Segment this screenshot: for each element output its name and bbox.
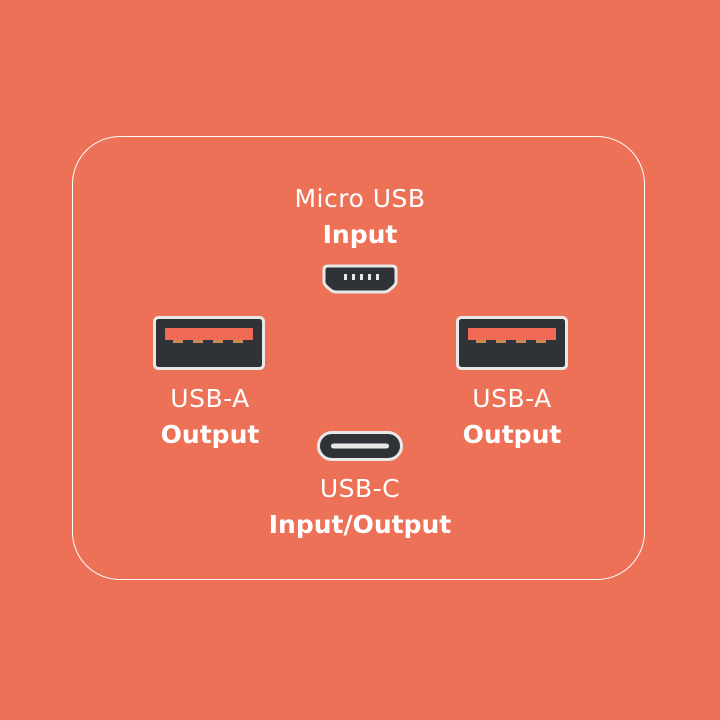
usb-c-label: USB-C Input/Output: [220, 472, 500, 544]
micro-usb-name: Micro USB: [294, 184, 426, 213]
micro-usb-label: Micro USB Input: [240, 182, 480, 254]
usb-a-right-name: USB-A: [472, 384, 552, 413]
micro-usb-port-icon: [322, 264, 398, 294]
usb-a-right-label: USB-A Output: [422, 382, 602, 454]
usb-c-name: USB-C: [319, 474, 401, 503]
port-panel: [72, 136, 645, 580]
usb-a-left-role: Output: [160, 420, 260, 449]
usb-a-right-role: Output: [462, 420, 562, 449]
usb-a-left-name: USB-A: [170, 384, 250, 413]
micro-usb-role: Input: [322, 220, 398, 249]
usb-c-role: Input/Output: [268, 510, 452, 539]
usb-c-port-icon: [317, 431, 403, 461]
usb-a-right-port-icon: [456, 316, 568, 370]
usb-a-left-label: USB-A Output: [120, 382, 300, 454]
usb-a-left-port-icon: [153, 316, 265, 370]
